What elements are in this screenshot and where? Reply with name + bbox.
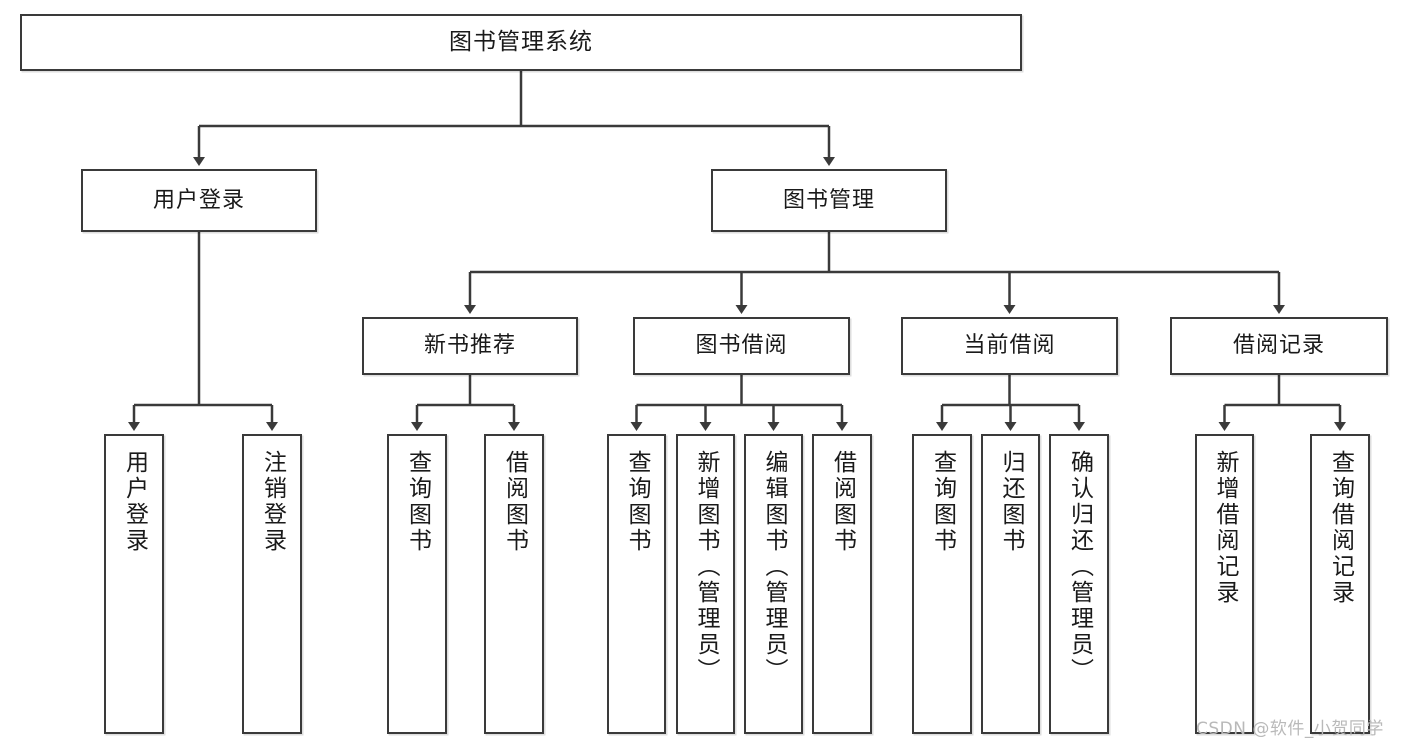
node-leaf-rcd-add[interactable]: 新增借阅记录 [1195,434,1254,734]
node-current-borrow[interactable]: 当前借阅 [901,317,1118,375]
node-label: 图书管理 [782,187,875,213]
node-label: 当前借阅 [963,333,1056,359]
node-leaf-cur-query[interactable]: 查询图书 [912,434,972,734]
node-book-borrow[interactable]: 图书借阅 [633,317,850,375]
node-label: 图书借阅 [695,333,788,359]
node-label: 用户登录 [152,187,245,213]
node-leaf-borrow-add[interactable]: 新增图书（管理员） [676,434,735,734]
node-leaf-user-logout[interactable]: 注销登录 [242,434,302,734]
node-leaf-borrow-lend[interactable]: 借阅图书 [812,434,872,734]
node-root[interactable]: 图书管理系统 [20,14,1022,71]
node-leaf-rec-borrow[interactable]: 借阅图书 [484,434,544,734]
node-label: 归还图书 [998,450,1024,554]
node-label: 编辑图书（管理员） [761,450,787,684]
node-label: 借阅记录 [1232,333,1325,359]
node-label: 图书管理系统 [449,29,593,56]
node-label: 借阅图书 [829,450,856,554]
node-leaf-rcd-query[interactable]: 查询借阅记录 [1310,434,1370,734]
node-label: 借阅图书 [501,450,528,554]
node-leaf-cur-confirm[interactable]: 确认归还（管理员） [1049,434,1109,734]
node-new-book-rec[interactable]: 新书推荐 [362,317,578,375]
node-label: 新书推荐 [423,333,516,359]
node-label: 查询图书 [929,450,956,554]
node-leaf-borrow-query[interactable]: 查询图书 [607,434,666,734]
node-label: 确认归还（管理员） [1066,450,1093,684]
node-label: 新增借阅记录 [1212,450,1238,606]
node-leaf-rec-query[interactable]: 查询图书 [387,434,447,734]
node-leaf-borrow-edit[interactable]: 编辑图书（管理员） [744,434,803,734]
node-label: 查询图书 [404,450,431,554]
node-leaf-user-login[interactable]: 用户登录 [104,434,164,734]
watermark: CSDN @软件_小贺同学 [1196,719,1384,739]
node-label: 新增图书（管理员） [693,450,719,684]
node-leaf-cur-return[interactable]: 归还图书 [981,434,1040,734]
node-label: 查询借阅记录 [1327,450,1354,606]
node-label: 注销登录 [259,450,286,554]
node-user-login[interactable]: 用户登录 [81,169,317,232]
node-label: 查询图书 [624,450,650,554]
node-book-manage[interactable]: 图书管理 [711,169,947,232]
node-label: 用户登录 [121,450,148,554]
node-borrow-record[interactable]: 借阅记录 [1170,317,1388,375]
